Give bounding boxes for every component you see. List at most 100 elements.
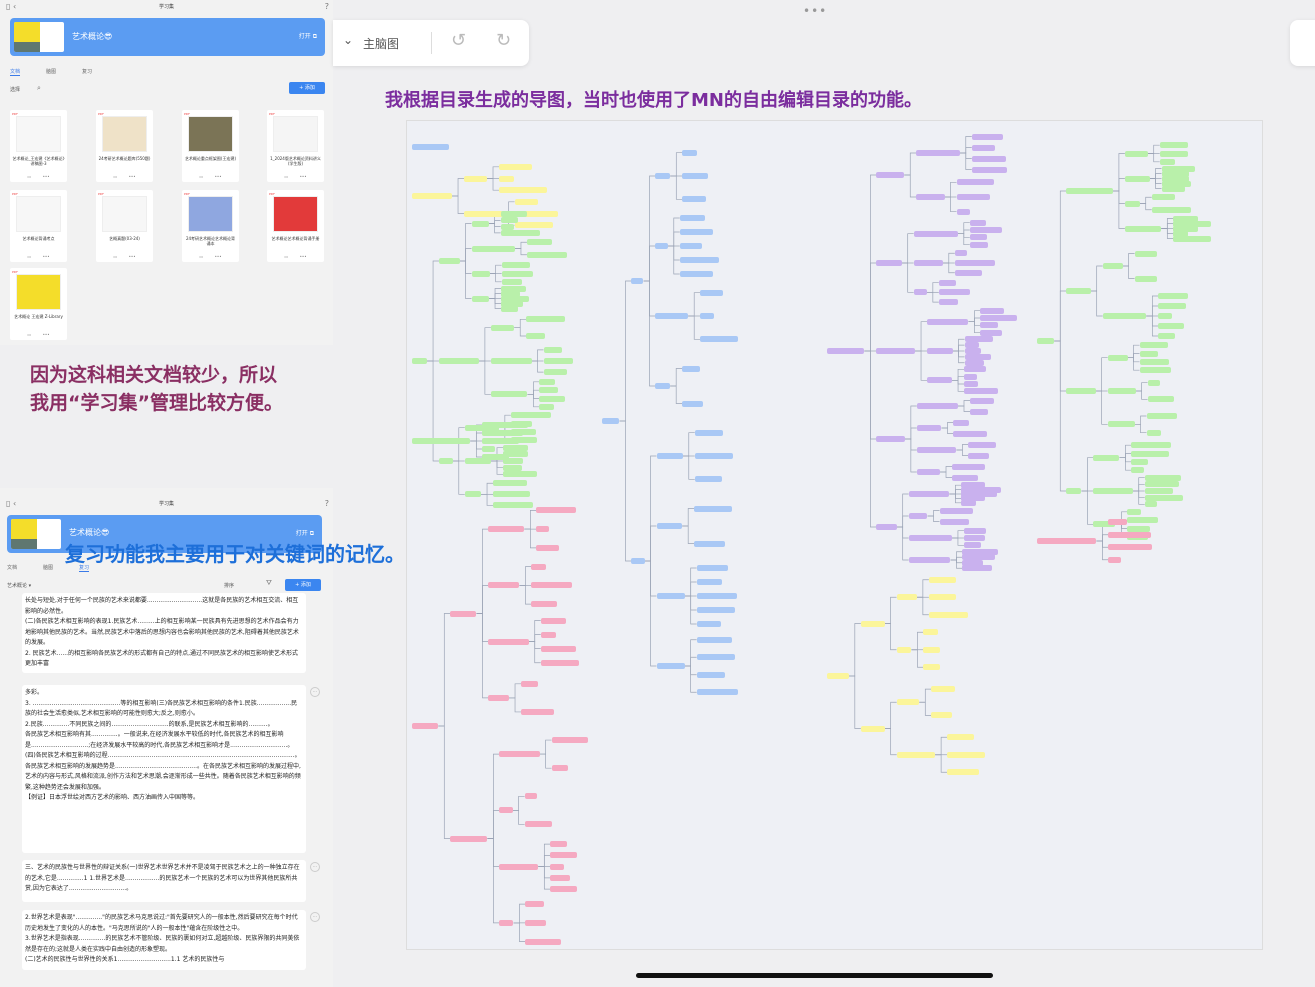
- mindmap-node[interactable]: [952, 463, 986, 470]
- select-button[interactable]: 选择: [10, 87, 21, 93]
- mindmap-node[interactable]: [876, 260, 902, 266]
- mindmap-node[interactable]: [1102, 313, 1147, 319]
- mindmap-node[interactable]: [916, 150, 960, 156]
- mindmap-node[interactable]: [1139, 350, 1158, 357]
- mindmap-node[interactable]: [694, 453, 734, 459]
- mindmap-node[interactable]: [696, 579, 723, 585]
- mindmap-node[interactable]: [543, 358, 574, 364]
- mindmap-node[interactable]: [631, 278, 644, 284]
- mindmap-node[interactable]: [551, 737, 588, 744]
- mindmap-node[interactable]: [501, 295, 529, 302]
- mindmap-node[interactable]: [971, 144, 996, 151]
- mindmap-node[interactable]: [499, 751, 540, 758]
- mindmap-node[interactable]: [1066, 388, 1096, 394]
- mindmap-node[interactable]: [1127, 508, 1142, 515]
- mindmap-node[interactable]: [536, 544, 559, 551]
- mindmap-node[interactable]: [502, 471, 537, 478]
- mindmap-node[interactable]: [525, 938, 561, 945]
- mindmap-node[interactable]: [1093, 488, 1133, 494]
- mindmap-node[interactable]: [493, 491, 531, 498]
- mindmap-node[interactable]: [827, 348, 865, 354]
- mindmap-node[interactable]: [439, 458, 453, 464]
- mindmap-node[interactable]: [464, 424, 499, 431]
- mindmap-node[interactable]: [502, 458, 523, 464]
- mindmap-node[interactable]: [964, 373, 977, 380]
- mindmap-node[interactable]: [543, 369, 568, 376]
- mindmap-node[interactable]: [550, 874, 571, 881]
- mindmap-node[interactable]: [1147, 379, 1160, 386]
- mindmap-node[interactable]: [1147, 396, 1174, 403]
- mindmap-node[interactable]: [696, 654, 736, 661]
- mindmap-node[interactable]: [543, 346, 563, 353]
- mindmap-node[interactable]: [969, 234, 987, 241]
- mindmap-node[interactable]: [501, 290, 520, 297]
- mindmap-node[interactable]: [679, 215, 705, 221]
- mindmap-node[interactable]: [964, 388, 998, 395]
- mindmap-node[interactable]: [1108, 556, 1122, 563]
- open-button[interactable]: 打开 ⧉: [298, 33, 317, 40]
- mindmap-node[interactable]: [1093, 521, 1116, 528]
- mindmap-node[interactable]: [963, 535, 986, 541]
- mindmap-node[interactable]: [500, 229, 541, 236]
- mindmap-node[interactable]: [502, 444, 529, 451]
- mindmap-node[interactable]: [954, 250, 968, 257]
- mindmap-node[interactable]: [1158, 313, 1172, 319]
- mindmap-node[interactable]: [1107, 388, 1136, 394]
- mindmap-node[interactable]: [679, 257, 719, 263]
- mindmap-node[interactable]: [964, 348, 982, 354]
- mindmap-node[interactable]: [694, 505, 733, 512]
- review-card[interactable]: 2.世界艺术是表现".............."的民族艺术马克思说过:"首先要…: [22, 910, 306, 970]
- card-footer[interactable]: ▭ •••: [27, 254, 50, 259]
- mindmap-node[interactable]: [939, 507, 973, 514]
- mindmap-node[interactable]: [526, 316, 566, 323]
- mindmap-node[interactable]: [913, 289, 927, 296]
- mindmap-node[interactable]: [550, 863, 564, 870]
- mindmap-node[interactable]: [502, 451, 528, 458]
- mindmap-node[interactable]: [521, 708, 554, 715]
- open-button[interactable]: 打开 ⧉: [295, 530, 314, 537]
- mindmap-node[interactable]: [493, 502, 534, 509]
- mindmap-node[interactable]: [521, 680, 538, 687]
- mindmap-node[interactable]: [1159, 150, 1189, 157]
- mindmap-node[interactable]: [514, 210, 559, 217]
- mindmap-node[interactable]: [860, 620, 885, 627]
- mindmap-node[interactable]: [1093, 454, 1120, 461]
- mindmap-node[interactable]: [412, 438, 471, 444]
- mindmap-node[interactable]: [550, 886, 577, 893]
- mindmap-node[interactable]: [682, 196, 707, 203]
- mindmap-node[interactable]: [1139, 342, 1169, 349]
- mindmap-node[interactable]: [1124, 200, 1140, 207]
- mindmap-node[interactable]: [956, 179, 995, 186]
- mindmap-node[interactable]: [947, 734, 975, 741]
- mindmap-node[interactable]: [694, 476, 723, 483]
- mindmap-node[interactable]: [536, 507, 577, 514]
- mindmap-node[interactable]: [539, 378, 556, 385]
- mindmap-node[interactable]: [1161, 180, 1192, 187]
- mindmap-node[interactable]: [536, 526, 549, 533]
- card-menu-icon[interactable]: ⋯: [310, 687, 320, 697]
- mindmap-node[interactable]: [961, 491, 997, 497]
- mindmap-node[interactable]: [464, 491, 482, 498]
- mindmap-node[interactable]: [412, 193, 453, 199]
- mindmap-node[interactable]: [464, 175, 487, 182]
- mindmap-node[interactable]: [500, 217, 518, 224]
- mindmap-node[interactable]: [1151, 194, 1175, 201]
- mindmap-node[interactable]: [927, 377, 953, 384]
- mindmap-node[interactable]: [499, 175, 515, 182]
- mindmap-node[interactable]: [696, 689, 738, 696]
- mindmap-node[interactable]: [971, 166, 1007, 173]
- mindmap-node[interactable]: [1144, 494, 1184, 501]
- mindmap-node[interactable]: [471, 295, 490, 302]
- mindmap-node[interactable]: [679, 229, 714, 235]
- mindmap-node[interactable]: [896, 646, 912, 653]
- mindmap-node[interactable]: [1144, 474, 1182, 481]
- mindmap-node[interactable]: [700, 336, 738, 343]
- mindmap-node[interactable]: [471, 245, 515, 252]
- mindmap-node[interactable]: [655, 173, 671, 179]
- mindmap-node[interactable]: [947, 769, 979, 776]
- mindmap-node[interactable]: [490, 391, 528, 398]
- mindmap-canvas[interactable]: [406, 120, 1263, 950]
- mindmap-node[interactable]: [876, 172, 905, 178]
- mindmap-node[interactable]: [968, 441, 997, 448]
